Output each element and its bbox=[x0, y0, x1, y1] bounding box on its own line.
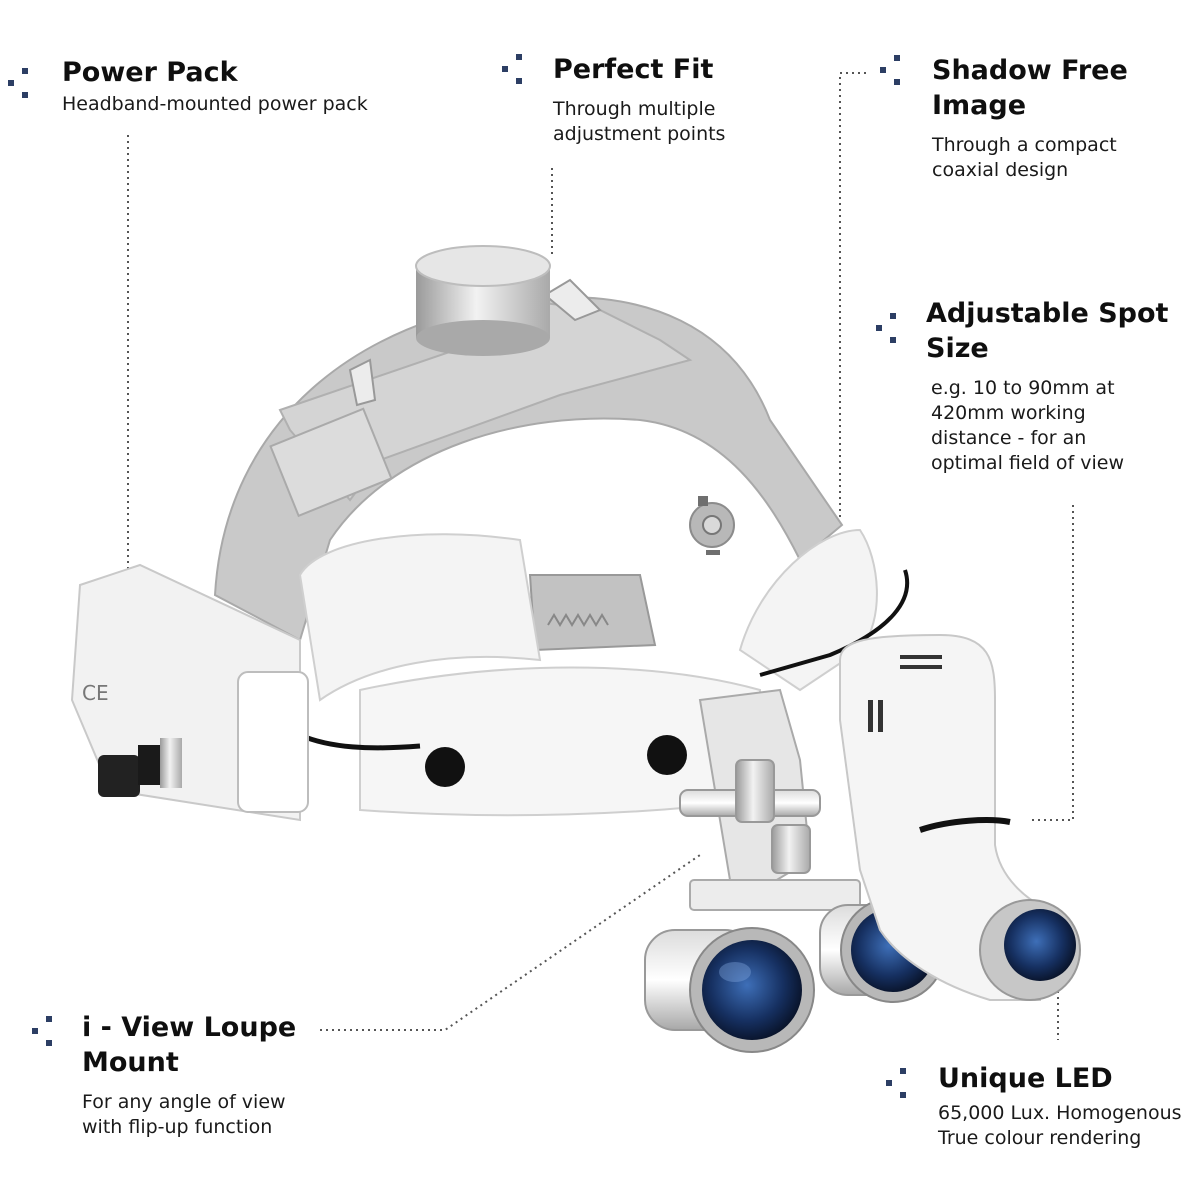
feature-description: Through a compact coaxial design bbox=[932, 134, 1117, 181]
connector-shadow-free bbox=[839, 72, 866, 520]
loupe-assembly bbox=[644, 633, 1081, 1053]
feature-title: Power Pack bbox=[62, 57, 238, 88]
bullet-marker-icon bbox=[876, 313, 906, 343]
feature-adjustable-spot-size: Adjustable Spot Size e.g. 10 to 90mm at … bbox=[926, 296, 1168, 476]
bullet-marker-icon bbox=[8, 68, 38, 98]
feature-title: Adjustable Spot Size bbox=[926, 298, 1169, 364]
feature-title: Unique LED bbox=[938, 1063, 1113, 1094]
feature-power-pack: Power Pack Headband-mounted power pack bbox=[62, 55, 368, 117]
connector-lines bbox=[127, 72, 1074, 1040]
feature-title: Perfect Fit bbox=[553, 54, 714, 85]
bullet-marker-icon bbox=[880, 55, 910, 85]
power-pack-unit: CE bbox=[70, 563, 309, 822]
connector-spot-size bbox=[1030, 505, 1074, 821]
feature-description: e.g. 10 to 90mm at 420mm working distanc… bbox=[931, 377, 1125, 474]
feature-description: Headband-mounted power pack bbox=[62, 93, 368, 115]
feature-description: For any angle of view with flip-up funct… bbox=[82, 1091, 286, 1138]
feature-loupe-mount: i - View Loupe Mount For any angle of vi… bbox=[82, 1010, 296, 1140]
headband bbox=[213, 245, 844, 652]
feature-description: 65,000 Lux. Homogenous True colour rende… bbox=[938, 1102, 1182, 1149]
feature-title: Shadow Free Image bbox=[932, 55, 1128, 121]
feature-perfect-fit: Perfect Fit Through multiple adjustment … bbox=[553, 52, 725, 147]
feature-description: Through multiple adjustment points bbox=[553, 98, 726, 145]
ce-mark: CE bbox=[82, 681, 109, 705]
bullet-marker-icon bbox=[502, 54, 532, 84]
connector-loupe-mount bbox=[320, 854, 701, 1031]
padded-strap bbox=[298, 528, 910, 817]
bullet-marker-icon bbox=[32, 1016, 62, 1046]
feature-unique-led: Unique LED 65,000 Lux. Homogenous True c… bbox=[938, 1061, 1182, 1151]
feature-title: i - View Loupe Mount bbox=[82, 1012, 297, 1078]
bullet-marker-icon bbox=[886, 1068, 916, 1098]
feature-shadow-free-image: Shadow Free Image Through a compact coax… bbox=[932, 53, 1128, 183]
